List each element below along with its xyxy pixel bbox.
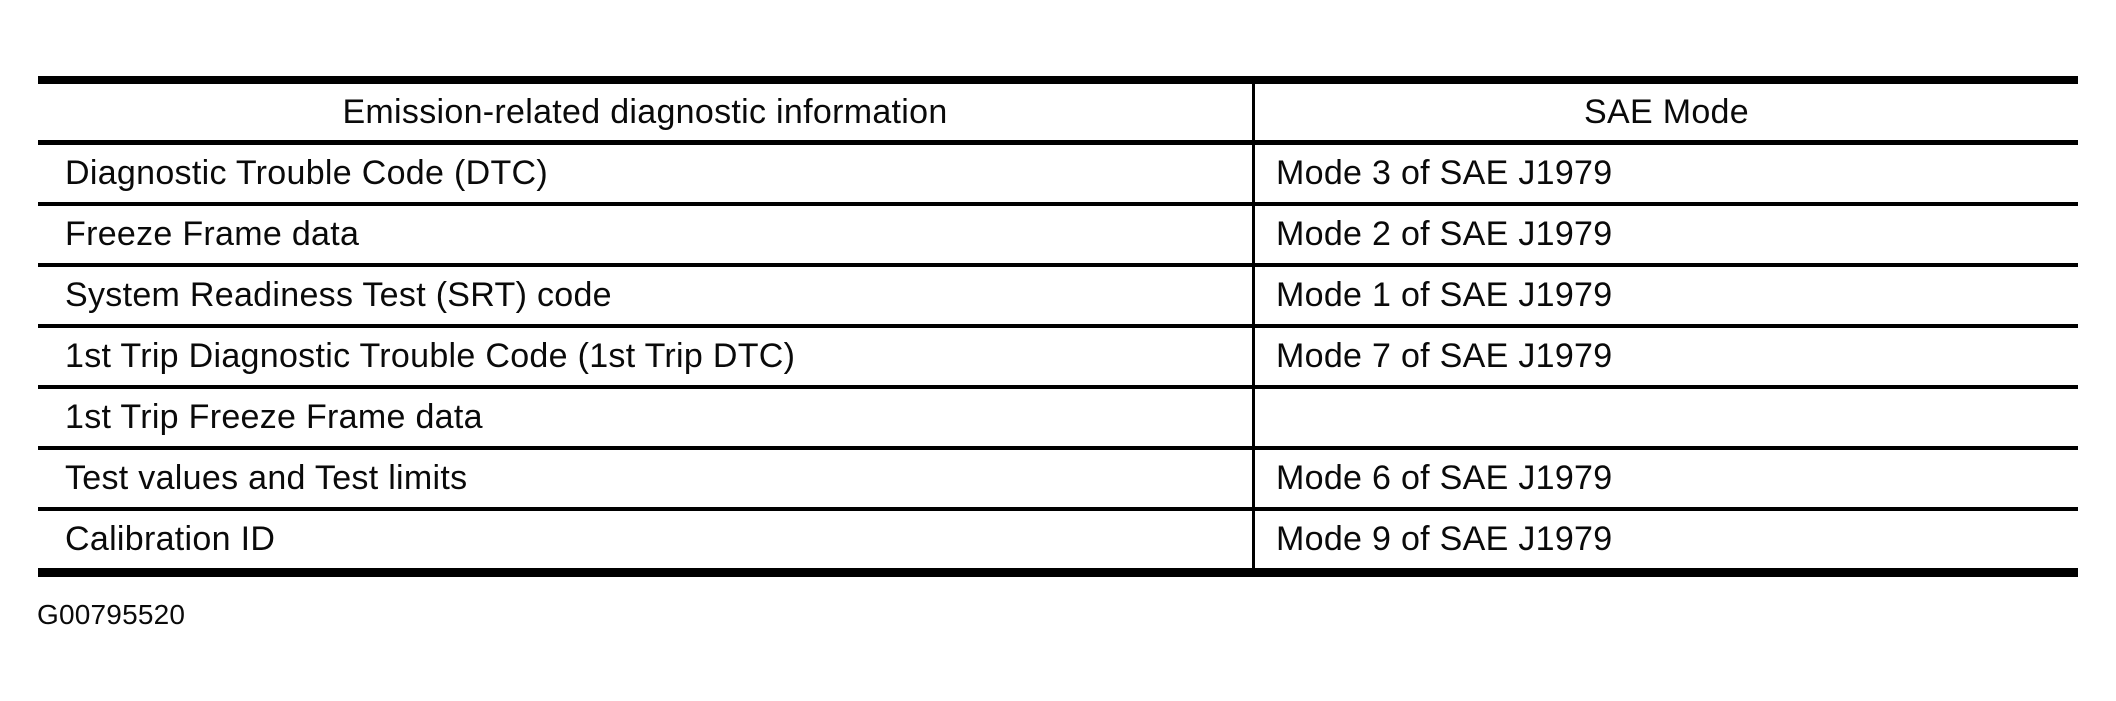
table-row: Diagnostic Trouble Code (DTC) Mode 3 of S… bbox=[38, 145, 2078, 206]
cell-diagnostic-info: System Readiness Test (SRT) code bbox=[65, 276, 612, 314]
figure-id-label: G00795520 bbox=[37, 599, 186, 630]
cell-sae-mode: Mode 9 of SAE J1979 bbox=[1252, 511, 2078, 568]
table-header-row: Emission-related diagnostic information … bbox=[38, 84, 2078, 145]
cell-diagnostic-info: Diagnostic Trouble Code (DTC) bbox=[65, 154, 548, 192]
emission-diagnostic-table: Emission-related diagnostic information … bbox=[38, 76, 2078, 577]
cell-sae-mode bbox=[1252, 389, 2078, 446]
table-body: Diagnostic Trouble Code (DTC) Mode 3 of S… bbox=[38, 145, 2078, 568]
cell-diagnostic-info: 1st Trip Freeze Frame data bbox=[65, 398, 483, 436]
column-header-sae-mode: SAE Mode bbox=[1252, 84, 2078, 140]
cell-sae-mode: Mode 1 of SAE J1979 bbox=[1252, 267, 2078, 324]
table-row: 1st Trip Diagnostic Trouble Code (1st Tr… bbox=[38, 328, 2078, 389]
cell-sae-mode: Mode 3 of SAE J1979 bbox=[1252, 145, 2078, 202]
table-row: Calibration ID Mode 9 of SAE J1979 bbox=[38, 511, 2078, 568]
cell-diagnostic-info: 1st Trip Diagnostic Trouble Code (1st Tr… bbox=[65, 337, 796, 375]
cell-diagnostic-info: Calibration ID bbox=[65, 520, 276, 558]
table-row: Freeze Frame data Mode 2 of SAE J1979 bbox=[38, 206, 2078, 267]
table-row: Test values and Test limits Mode 6 of SAE… bbox=[38, 450, 2078, 511]
cell-diagnostic-info: Test values and Test limits bbox=[65, 459, 468, 497]
table-row: System Readiness Test (SRT) code Mode 1 o… bbox=[38, 267, 2078, 328]
table-row: 1st Trip Freeze Frame data bbox=[38, 389, 2078, 450]
cell-diagnostic-info: Freeze Frame data bbox=[65, 215, 360, 253]
column-header-diagnostic-info: Emission-related diagnostic information bbox=[342, 92, 948, 131]
cell-sae-mode: Mode 7 of SAE J1979 bbox=[1252, 328, 2078, 385]
cell-sae-mode: Mode 2 of SAE J1979 bbox=[1252, 206, 2078, 263]
cell-sae-mode: Mode 6 of SAE J1979 bbox=[1252, 450, 2078, 507]
